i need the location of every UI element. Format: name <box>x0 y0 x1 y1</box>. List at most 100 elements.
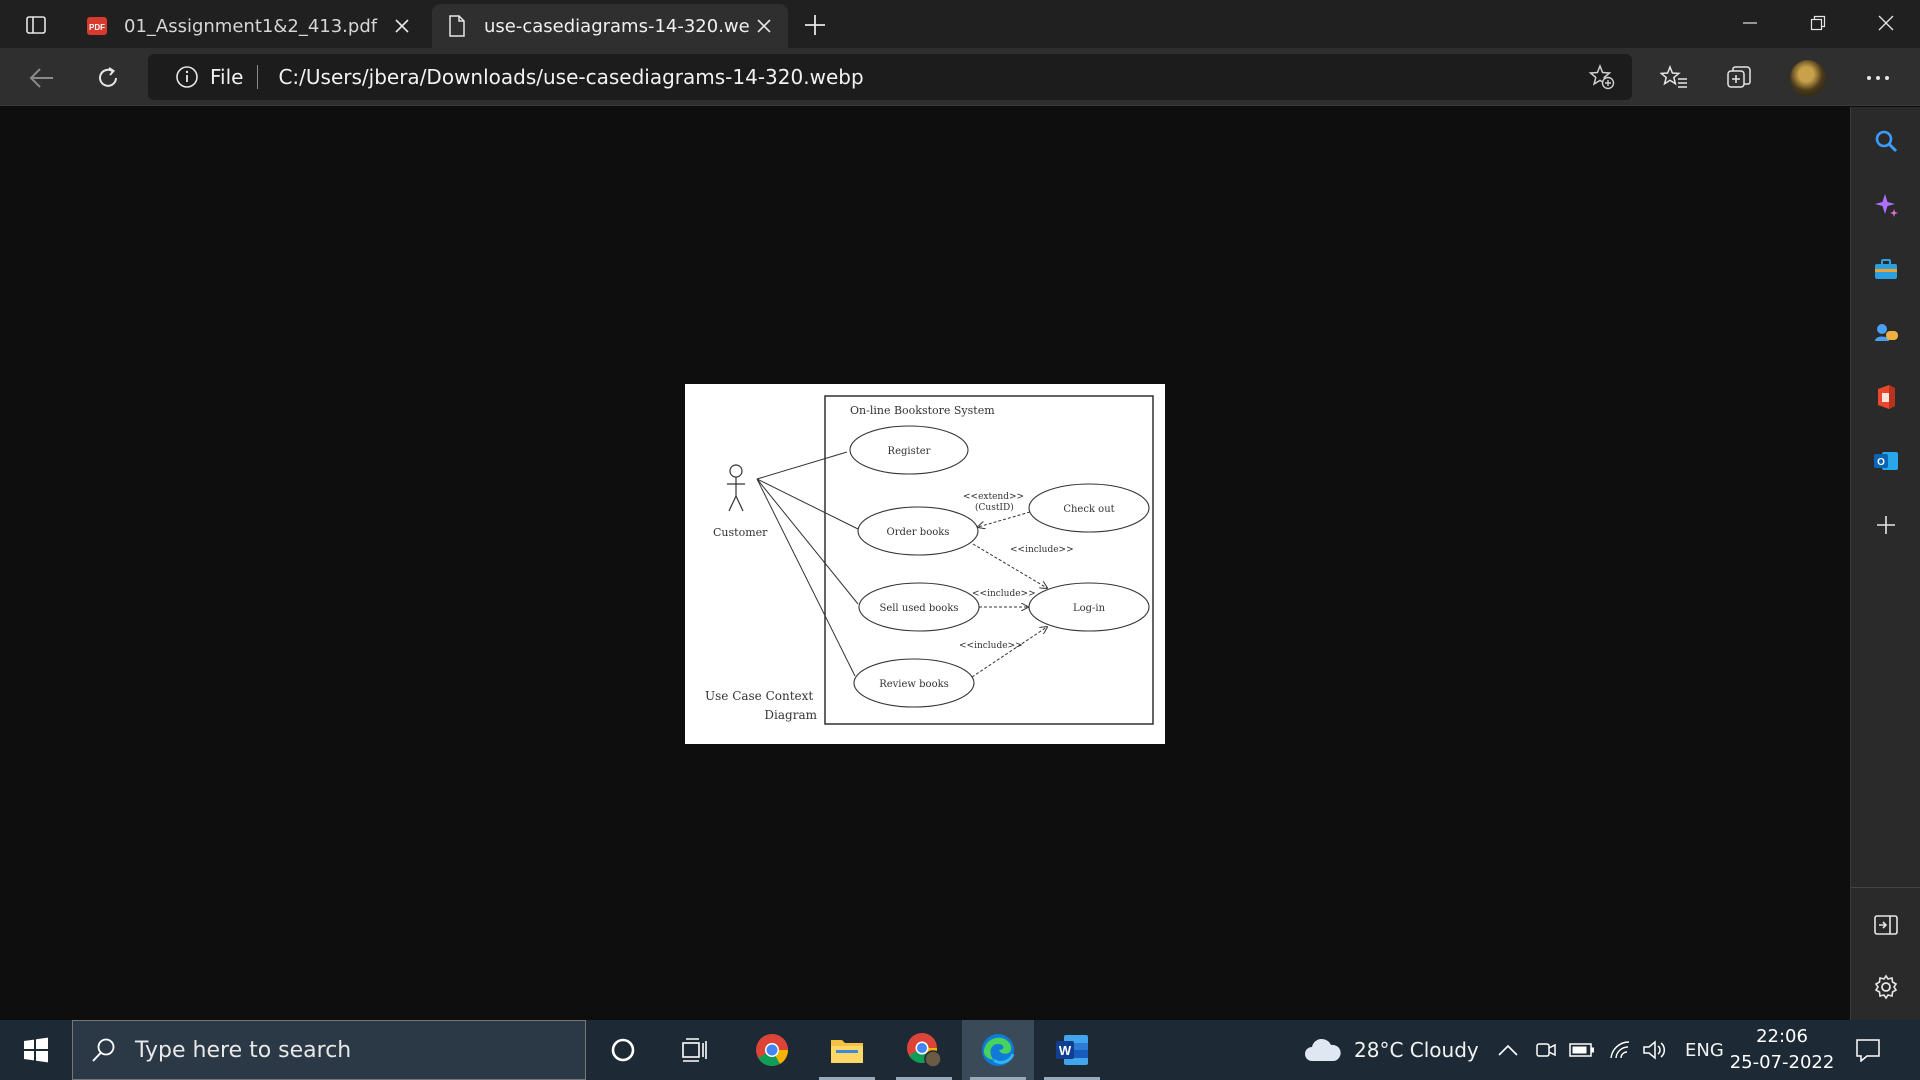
show-hidden-icons[interactable] <box>1497 1020 1519 1080</box>
browser-toolbar: File C:/Users/jbera/Downloads/use-casedi… <box>0 48 1920 106</box>
actor-label: Customer <box>713 526 768 539</box>
use-case-label: Register <box>888 446 931 457</box>
windows-taskbar: Type here to search <box>0 1020 1920 1080</box>
gear-icon <box>1874 974 1898 1000</box>
file-icon <box>446 15 468 37</box>
site-info-icon[interactable] <box>174 64 200 90</box>
tab-pdf[interactable]: PDF 01_Assignment1&2_413.pdf <box>72 4 426 48</box>
url-scheme: File <box>210 65 244 89</box>
favorites-button[interactable] <box>1656 60 1692 96</box>
use-case-label: Log-in <box>1073 603 1106 614</box>
taskbar-chrome[interactable] <box>736 1020 808 1080</box>
office-icon <box>1878 385 1895 409</box>
svg-text:PDF: PDF <box>89 23 105 32</box>
taskbar-file-explorer[interactable] <box>811 1020 883 1080</box>
meet-now-tray[interactable] <box>1535 1020 1557 1080</box>
use-case-label: Sell used books <box>879 603 958 614</box>
chevron-up-icon <box>1498 1044 1518 1056</box>
sidebar-add-button[interactable] <box>1868 507 1904 543</box>
include-label: <<include>> <box>972 589 1036 599</box>
diagram-caption: Diagram <box>764 708 817 722</box>
sidebar-office-button[interactable] <box>1868 379 1904 415</box>
window-controls <box>1716 0 1920 46</box>
sidebar-divider <box>1851 887 1920 888</box>
chrome-icon <box>756 1034 789 1067</box>
windows-logo-icon <box>24 1037 48 1063</box>
system-title: On-line Bookstore System <box>850 404 995 417</box>
search-placeholder: Type here to search <box>135 1037 352 1063</box>
sidebar-collapse-icon <box>1874 915 1898 935</box>
restore-button[interactable] <box>1784 0 1852 46</box>
refresh-icon <box>99 67 117 87</box>
battery-icon <box>1569 1043 1594 1057</box>
more-options-icon <box>1867 76 1889 80</box>
weather-text: 28°C Cloudy <box>1354 1038 1479 1062</box>
image-viewer: On-line Bookstore System Customer Regist… <box>0 107 1850 1020</box>
start-button[interactable] <box>0 1020 72 1080</box>
running-indicator <box>819 1077 875 1080</box>
clock[interactable]: 22:06 25-07-2022 <box>1722 1024 1842 1076</box>
back-button[interactable] <box>24 60 60 96</box>
cortana-button[interactable] <box>587 1020 659 1080</box>
minimize-button[interactable] <box>1716 0 1784 46</box>
include-label: <<include>> <box>959 641 1023 651</box>
favorites-icon <box>1660 65 1687 88</box>
hide-sidebar-button[interactable] <box>1868 907 1904 943</box>
taskbar-chrome-profile[interactable] <box>888 1020 960 1080</box>
sidebar-discover-button[interactable] <box>1868 187 1904 223</box>
actor-customer <box>727 464 745 512</box>
tab-actions-icon <box>26 16 46 34</box>
sidebar-settings-button[interactable] <box>1868 969 1904 1005</box>
tab-actions-button[interactable] <box>18 10 54 40</box>
svg-text:O: O <box>1877 457 1885 468</box>
tab-webp[interactable]: use-casediagrams-14-320.webp <box>432 4 788 48</box>
add-favorite-icon[interactable] <box>1584 59 1620 95</box>
toolbox-icon <box>1875 259 1897 279</box>
url-text[interactable]: C:/Users/jbera/Downloads/use-casediagram… <box>278 65 864 89</box>
task-view-button[interactable] <box>659 1020 731 1080</box>
search-icon <box>1875 130 1898 153</box>
language-indicator[interactable]: ENG <box>1685 1039 1724 1061</box>
use-case-diagram-image: On-line Bookstore System Customer Regist… <box>685 384 1165 744</box>
action-center-button[interactable] <box>1852 1034 1884 1066</box>
collections-button[interactable] <box>1721 60 1757 96</box>
use-case-label: Check out <box>1063 504 1114 515</box>
battery-tray[interactable] <box>1569 1020 1595 1080</box>
running-indicator <box>1044 1077 1100 1080</box>
network-tray[interactable] <box>1608 1020 1632 1080</box>
close-tab-icon[interactable] <box>750 12 778 40</box>
task-view-icon <box>682 1038 707 1062</box>
sidebar-search-button[interactable] <box>1868 123 1904 159</box>
close-window-button[interactable] <box>1852 0 1920 46</box>
more-menu-button[interactable] <box>1860 60 1896 96</box>
extend-label: <<extend>> <box>963 492 1024 502</box>
games-icon <box>1875 324 1898 341</box>
taskbar-search-box[interactable]: Type here to search <box>72 1020 586 1080</box>
close-tab-icon[interactable] <box>388 12 416 40</box>
use-case-register <box>849 425 969 475</box>
sidebar-tools-button[interactable] <box>1868 251 1904 287</box>
new-tab-button[interactable] <box>800 10 830 40</box>
minimize-icon <box>1743 22 1757 24</box>
sidebar-outlook-button[interactable]: O <box>1868 443 1904 479</box>
profile-avatar[interactable] <box>1790 60 1826 96</box>
sparkle-icon <box>1875 194 1898 217</box>
use-case-order-books <box>857 506 979 556</box>
tab-title: use-casediagrams-14-320.webp <box>484 15 750 37</box>
weather-widget[interactable]: 28°C Cloudy <box>1304 1020 1479 1080</box>
taskbar-word[interactable]: W <box>1036 1020 1108 1080</box>
clock-date: 25-07-2022 <box>1729 1052 1835 1073</box>
volume-tray[interactable] <box>1642 1020 1668 1080</box>
speaker-icon <box>1643 1040 1666 1060</box>
sidebar-games-button[interactable] <box>1868 315 1904 351</box>
running-indicator <box>896 1077 952 1080</box>
clock-time: 22:06 <box>1756 1026 1808 1047</box>
taskbar-edge[interactable] <box>962 1020 1034 1080</box>
include-label: <<include>> <box>1010 545 1074 555</box>
address-bar[interactable]: File C:/Users/jbera/Downloads/use-casedi… <box>148 54 1632 100</box>
outlook-icon: O <box>1874 452 1898 470</box>
refresh-button[interactable] <box>90 60 126 96</box>
restore-icon <box>1810 15 1826 31</box>
running-indicator <box>970 1077 1026 1080</box>
address-separator <box>257 65 259 89</box>
